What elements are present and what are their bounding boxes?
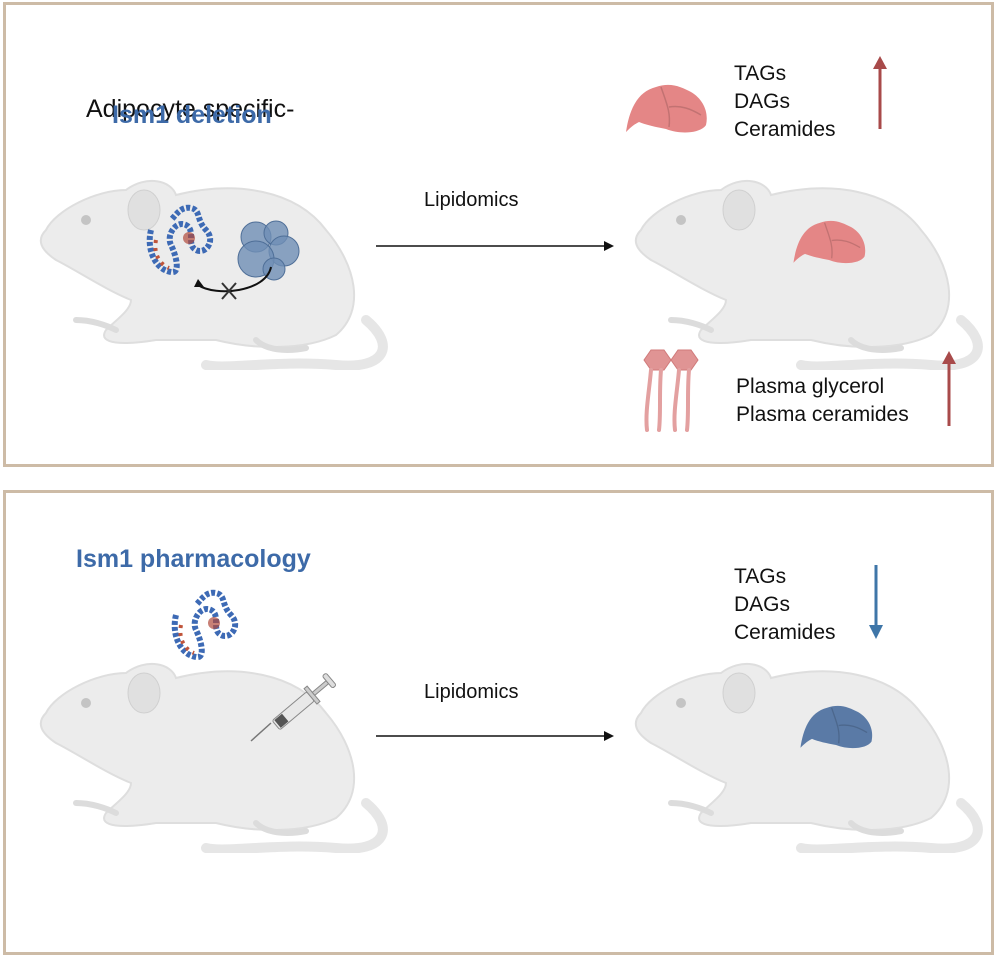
liver-icon — [789, 213, 869, 268]
result-item: Plasma glycerol — [736, 375, 885, 398]
mouse-icon — [631, 170, 991, 370]
decrease-arrow-icon — [869, 565, 883, 639]
ism1-protein-icon — [146, 204, 214, 276]
increase-arrow-icon — [873, 56, 887, 129]
panel-title-line1: Adipocyte specific- — [86, 95, 295, 123]
result-item: DAGs — [734, 593, 791, 616]
liver-results-list: TAGs DAGs Ceramides — [734, 60, 836, 144]
increase-arrow-icon — [942, 351, 956, 426]
result-item: TAGs — [734, 565, 787, 588]
liver-icon — [621, 77, 711, 137]
lipid-molecule-icon — [643, 349, 699, 432]
result-item: Plasma ceramides — [736, 403, 909, 426]
panel-title-line2: Ism1 deletion — [112, 101, 272, 129]
mouse-icon — [631, 653, 991, 853]
ism1-protein-icon — [171, 589, 239, 661]
panel-ism1-pharmacology: Ism1 pharmacology Lipidomics TAGs DAGs C… — [3, 490, 994, 955]
adipocyte-cluster-icon — [237, 220, 300, 281]
liver-icon — [796, 698, 876, 753]
arrow-label: Lipidomics — [424, 189, 519, 211]
panel-title: Ism1 pharmacology — [76, 545, 311, 573]
flow-arrow — [376, 731, 614, 741]
arrow-label: Lipidomics — [424, 681, 519, 703]
result-item: Ceramides — [734, 118, 836, 141]
flow-arrow — [376, 241, 614, 251]
result-item: DAGs — [734, 90, 791, 113]
plasma-results-list: Plasma glycerol Plasma ceramides — [736, 373, 909, 429]
syringe-icon — [250, 673, 336, 742]
result-item: Ceramides — [734, 621, 836, 644]
liver-results-list: TAGs DAGs Ceramides — [734, 563, 836, 647]
result-item: TAGs — [734, 62, 787, 85]
panel-ism1-deletion: Adipocyte specific- Ism1 deletion Lipido… — [3, 2, 994, 467]
blocked-arrow-icon — [194, 266, 272, 300]
